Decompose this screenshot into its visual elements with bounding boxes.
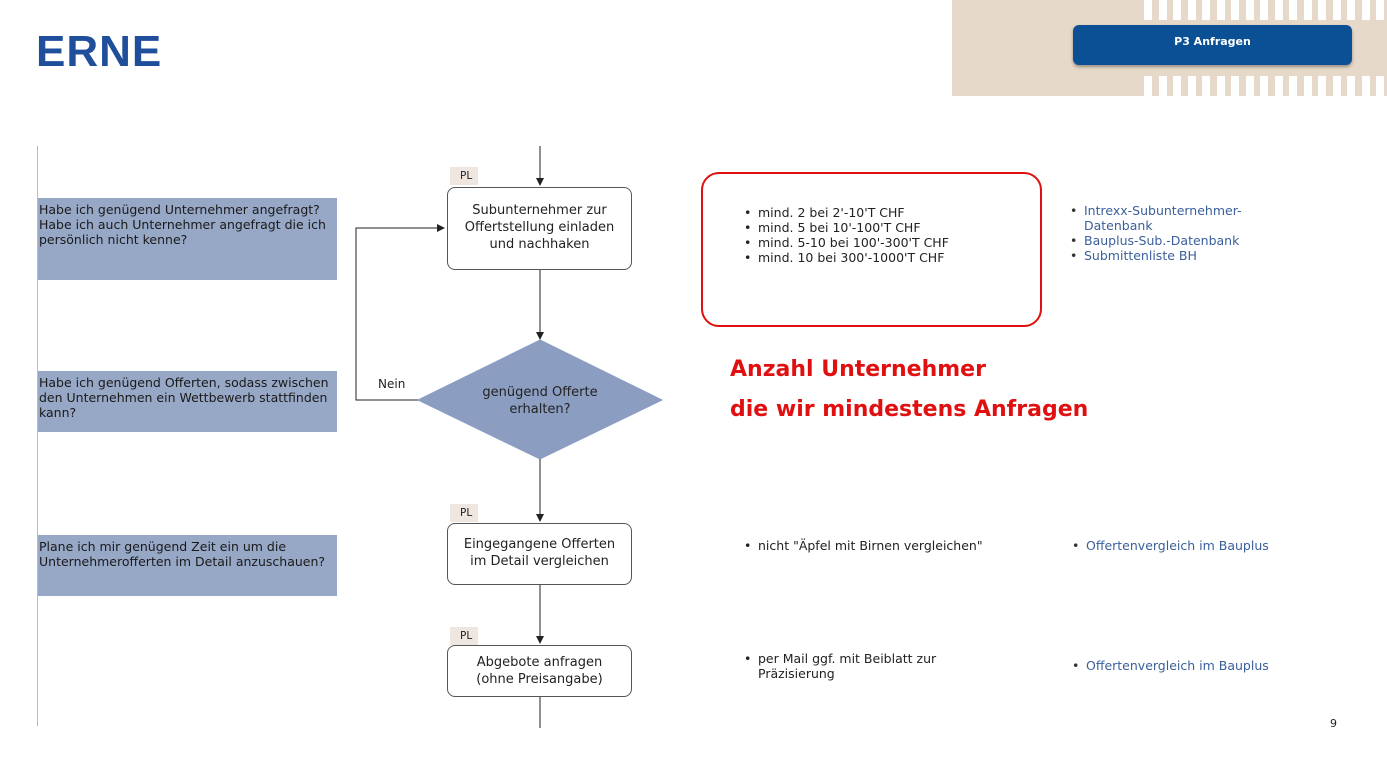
role-tag-2: PL bbox=[450, 504, 478, 522]
process-step-invite: Subunternehmer zur Offertstellung einlad… bbox=[447, 187, 632, 270]
minimum-rules-list: mind. 2 bei 2'-10'T CHF mind. 5 bei 10'-… bbox=[744, 205, 1008, 265]
rule-item: mind. 5 bei 10'-100'T CHF bbox=[744, 220, 1008, 235]
page-number: 9 bbox=[1330, 717, 1337, 730]
rule-item: mind. 2 bei 2'-10'T CHF bbox=[744, 205, 1008, 220]
role-tag-1: PL bbox=[450, 167, 478, 185]
resource-link[interactable]: Bauplus-Sub.-Datenbank bbox=[1070, 233, 1294, 248]
role-tag-3: PL bbox=[450, 627, 478, 645]
no-label: Nein bbox=[378, 377, 406, 391]
left-divider bbox=[37, 146, 38, 726]
process-step-request: Abgebote anfragen (ohne Preisangabe) bbox=[447, 645, 632, 697]
question-box-2: Habe ich genügend Offerten, sodass zwisc… bbox=[38, 371, 337, 432]
rule-item: mind. 10 bei 300'-1000'T CHF bbox=[744, 250, 1008, 265]
resource-list-1: Intrexx-Subunternehmer-Datenbank Bauplus… bbox=[1070, 203, 1294, 263]
rule-item: mind. 5-10 bei 100'-300'T CHF bbox=[744, 235, 968, 250]
resource-list-3: Offertenvergleich im Bauplus bbox=[1072, 658, 1336, 673]
question-box-3: Plane ich mir genügend Zeit ein um die U… bbox=[38, 535, 337, 596]
question-box-1: Habe ich genügend Unternehmer angefragt?… bbox=[38, 198, 337, 280]
note-item: per Mail ggf. mit Beiblatt zur Präzisier… bbox=[744, 651, 993, 681]
resource-list-2: Offertenvergleich im Bauplus bbox=[1072, 538, 1336, 553]
minimum-rules-box bbox=[701, 172, 1042, 327]
decision-label: genügend Offerte erhalten? bbox=[482, 385, 598, 417]
resource-link[interactable]: Submittenliste BH bbox=[1070, 248, 1294, 263]
note-list-3: per Mail ggf. mit Beiblatt zur Präzisier… bbox=[744, 651, 993, 681]
erne-logo: ERNE bbox=[36, 27, 163, 76]
resource-link[interactable]: Offertenvergleich im Bauplus bbox=[1072, 538, 1336, 553]
resource-link[interactable]: Intrexx-Subunternehmer-Datenbank bbox=[1070, 203, 1294, 233]
highlight-line-2: die wir mindestens Anfragen bbox=[730, 397, 1089, 422]
note-list-2: nicht "Äpfel mit Birnen vergleichen" bbox=[744, 538, 1058, 553]
highlight-line-1: Anzahl Unternehmer bbox=[730, 357, 986, 382]
process-step-compare: Eingegangene Offerten im Detail vergleic… bbox=[447, 523, 632, 585]
section-badge: P3 Anfragen bbox=[1073, 25, 1352, 65]
note-item: nicht "Äpfel mit Birnen vergleichen" bbox=[744, 538, 1058, 553]
resource-link[interactable]: Offertenvergleich im Bauplus bbox=[1072, 658, 1336, 673]
